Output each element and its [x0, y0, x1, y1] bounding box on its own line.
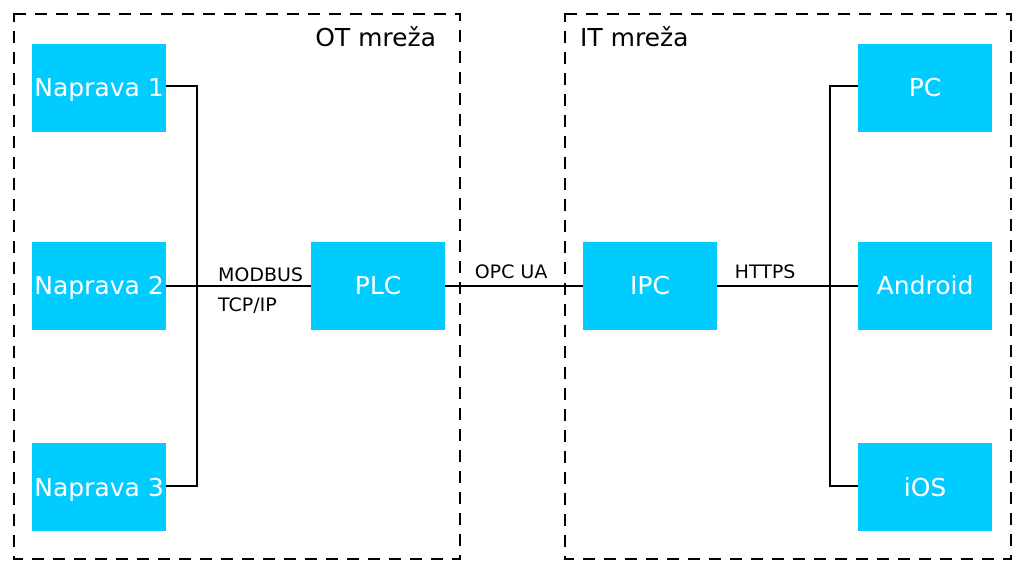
- modbus-label-line2: TCP/IP: [217, 294, 277, 316]
- node-ipc[interactable]: IPC: [583, 242, 717, 330]
- svg-text:Naprava 1: Naprava 1: [34, 73, 163, 102]
- svg-text:IPC: IPC: [630, 271, 670, 300]
- modbus-label-line1: MODBUS: [218, 264, 303, 286]
- node-naprava-2[interactable]: Naprava 2: [32, 242, 166, 330]
- svg-text:PC: PC: [909, 73, 942, 102]
- node-naprava-1[interactable]: Naprava 1: [32, 44, 166, 132]
- it-bus-line: [829, 85, 858, 487]
- svg-text:Naprava 2: Naprava 2: [34, 271, 163, 300]
- svg-text:iOS: iOS: [904, 473, 947, 502]
- node-naprava-3[interactable]: Naprava 3: [32, 443, 166, 531]
- connectors: [166, 85, 858, 487]
- svg-text:Naprava 3: Naprava 3: [34, 473, 163, 502]
- it-zone-label: IT mreža: [580, 23, 689, 52]
- node-plc[interactable]: PLC: [311, 242, 445, 330]
- https-label: HTTPS: [735, 261, 796, 283]
- opcua-label: OPC UA: [475, 261, 548, 283]
- node-android[interactable]: Android: [858, 242, 992, 330]
- svg-text:PLC: PLC: [355, 271, 401, 300]
- ot-zone-label: OT mreža: [315, 23, 436, 52]
- svg-text:Android: Android: [877, 271, 974, 300]
- node-pc[interactable]: PC: [858, 44, 992, 132]
- node-ios[interactable]: iOS: [858, 443, 992, 531]
